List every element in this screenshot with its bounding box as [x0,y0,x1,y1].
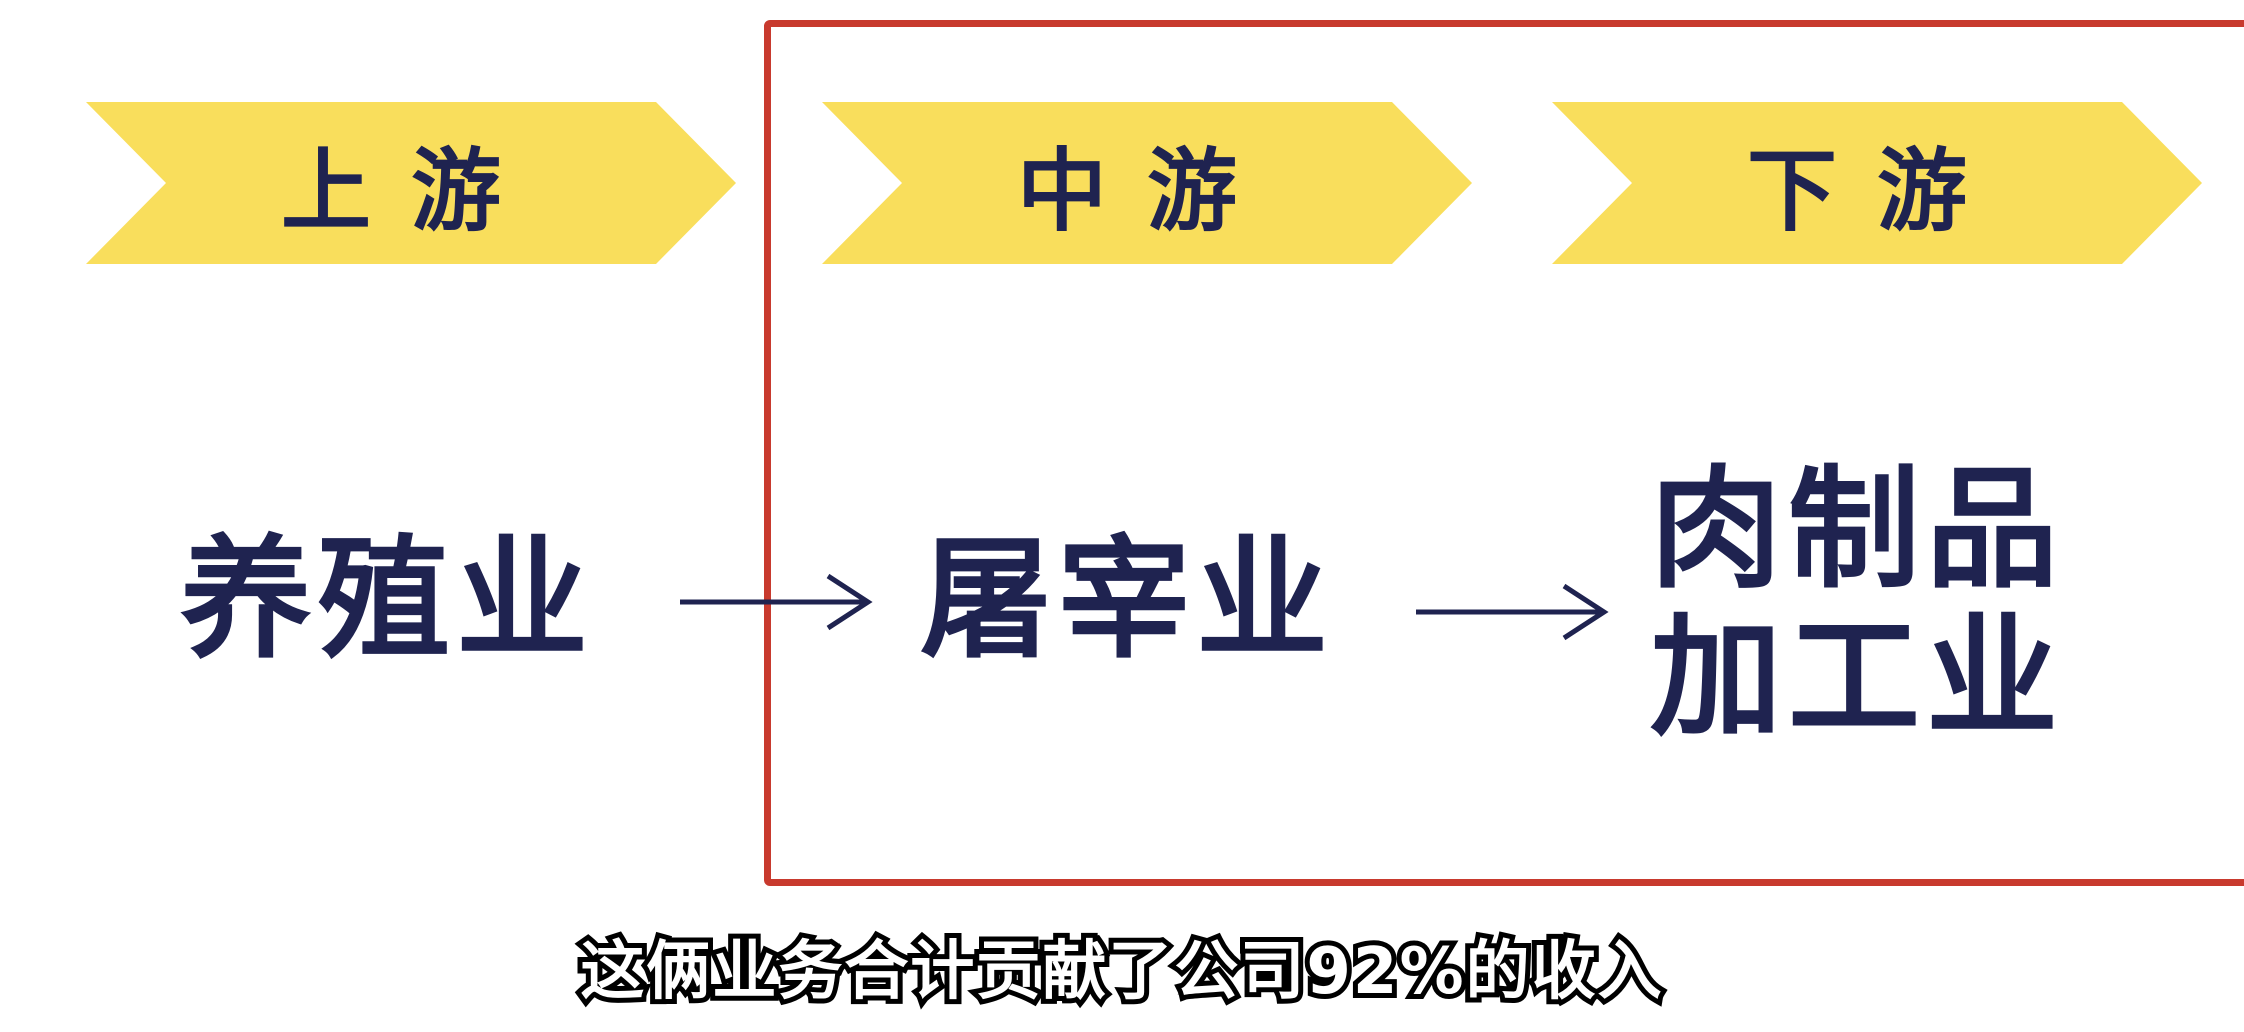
downstream-header-chevron: 下游 [1552,102,2202,264]
flow-arrow-icon [680,573,873,631]
midstream-header-chevron: 中游 [822,102,1472,264]
downstream-stage-label: 肉制品加工业 [1650,453,2064,755]
upstream-stage-label: 养殖业 [180,523,594,677]
chevron-shape [86,102,736,264]
chevron-shape [1552,102,2202,264]
highlight-box [764,20,2244,886]
subtitle-caption: 这俩业务合计贡献了公司92%的收入 [575,930,1666,1014]
upstream-header-chevron: 上游 [86,102,736,264]
chevron-shape [822,102,1472,264]
upstream-header-label: 上游 [281,139,541,244]
flow-arrow-icon [1416,583,1609,641]
midstream-header-label: 中游 [1017,139,1277,244]
downstream-header-label: 下游 [1747,139,2007,244]
midstream-stage-label: 屠宰业 [920,523,1334,677]
